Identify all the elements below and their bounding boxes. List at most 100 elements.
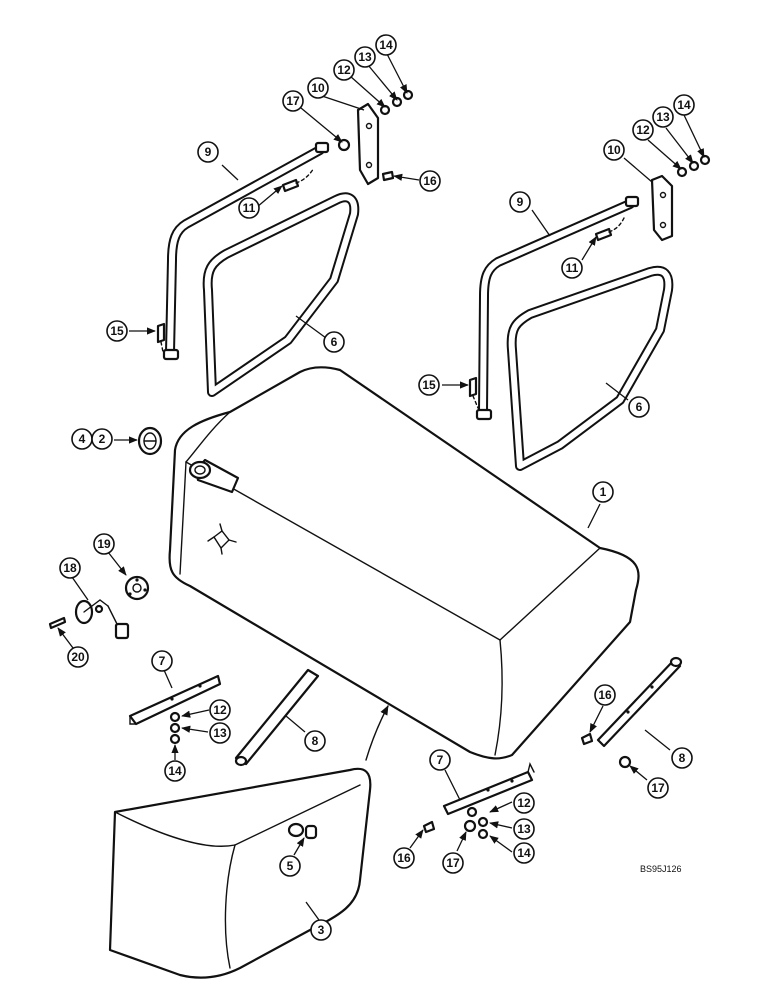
svg-text:12: 12 [636, 123, 650, 137]
sender-screw [48, 616, 67, 630]
svg-text:10: 10 [607, 143, 621, 157]
svg-text:17: 17 [286, 94, 300, 108]
svg-text:12: 12 [517, 796, 531, 810]
svg-text:9: 9 [517, 195, 524, 209]
callout-11: 11 [561, 257, 583, 279]
svg-text:14: 14 [517, 846, 531, 860]
callout-6: 6 [323, 331, 345, 353]
callout-1: 1 [592, 481, 614, 503]
svg-text:16: 16 [397, 851, 411, 865]
svg-text:15: 15 [422, 378, 436, 392]
svg-text:19: 19 [97, 537, 111, 551]
callout-16: 16 [419, 170, 441, 192]
svg-text:8: 8 [679, 751, 686, 765]
callout-15: 15 [106, 320, 128, 342]
svg-text:17: 17 [651, 781, 665, 795]
callout-11: 11 [238, 197, 260, 219]
svg-text:3: 3 [318, 923, 325, 937]
callout-10: 10 [603, 139, 625, 161]
svg-text:16: 16 [598, 688, 612, 702]
svg-text:14: 14 [379, 38, 393, 52]
fuel-sender [74, 599, 130, 640]
svg-text:15: 15 [110, 324, 124, 338]
svg-text:8: 8 [312, 734, 319, 748]
callouts: 14 13 12 10 17 9 16 11 15 6 14 13 12 10 … [59, 34, 695, 941]
callout-9: 9 [509, 191, 531, 213]
callout-5: 5 [279, 855, 301, 877]
callout-12: 12 [632, 119, 654, 141]
callout-17: 17 [442, 852, 464, 874]
callout-13: 13 [354, 46, 376, 68]
fasteners-upper-right [468, 154, 711, 409]
svg-text:16: 16 [423, 174, 437, 188]
callout-16: 16 [393, 847, 415, 869]
svg-text:11: 11 [243, 201, 256, 215]
svg-text:9: 9 [205, 145, 212, 159]
fuel-tank-main [168, 366, 640, 760]
svg-text:13: 13 [517, 822, 531, 836]
strap-upper-left [162, 141, 330, 361]
sender-mount [207, 523, 237, 555]
svg-text:18: 18 [63, 561, 77, 575]
callout-14: 14 [673, 94, 695, 116]
fuel-tank-secondary [108, 767, 372, 979]
svg-text:7: 7 [159, 654, 166, 668]
callout-8: 8 [671, 747, 693, 769]
rail-right-8 [596, 656, 683, 748]
svg-text:14: 14 [168, 764, 182, 778]
bracket-left [356, 102, 380, 186]
rail-right-7 [442, 761, 535, 816]
svg-text:10: 10 [311, 81, 325, 95]
callout-13: 13 [209, 722, 231, 744]
strap-lower-left [202, 192, 360, 397]
callout-20: 20 [67, 646, 89, 668]
assembly-arrow [365, 705, 389, 761]
callout-14: 14 [164, 760, 186, 782]
callout-3: 3 [310, 919, 332, 941]
leader-lines [57, 51, 705, 921]
callout-9: 9 [197, 141, 219, 163]
callout-14: 14 [513, 842, 535, 864]
callout-2: 2 [91, 428, 113, 450]
callout-17: 17 [282, 90, 304, 112]
svg-text:13: 13 [213, 726, 227, 740]
fasteners-lower [169, 711, 632, 840]
callout-13: 13 [652, 106, 674, 128]
fuel-cap [137, 426, 163, 456]
svg-text:12: 12 [337, 63, 351, 77]
svg-text:14: 14 [677, 98, 691, 112]
svg-text:1: 1 [600, 485, 607, 499]
svg-text:6: 6 [331, 335, 338, 349]
callout-17: 17 [647, 777, 669, 799]
callout-12: 12 [209, 699, 231, 721]
drawing-code: BS95J126 [640, 864, 682, 874]
svg-text:5: 5 [287, 859, 294, 873]
callout-12: 12 [513, 792, 535, 814]
svg-text:17: 17 [446, 856, 460, 870]
svg-text:11: 11 [566, 261, 579, 275]
callout-14: 14 [375, 34, 397, 56]
svg-text:7: 7 [437, 753, 444, 767]
strap-upper-right [475, 195, 640, 421]
filler-neck [188, 458, 240, 494]
svg-text:20: 20 [71, 650, 85, 664]
svg-text:2: 2 [99, 432, 106, 446]
strap-lower-right [506, 265, 674, 471]
callout-16: 16 [594, 684, 616, 706]
callout-10: 10 [307, 77, 329, 99]
svg-text:4: 4 [79, 432, 86, 446]
callout-13: 13 [513, 818, 535, 840]
callout-18: 18 [59, 557, 81, 579]
callout-19: 19 [93, 533, 115, 555]
callout-7: 7 [429, 749, 451, 771]
bracket-right [650, 174, 674, 242]
callout-7: 7 [151, 650, 173, 672]
rail-left-7 [128, 674, 222, 726]
svg-text:6: 6 [636, 400, 643, 414]
svg-text:13: 13 [656, 110, 670, 124]
rail-left-8 [234, 668, 320, 767]
callout-4: 4 [71, 428, 93, 450]
drain-plug [287, 822, 318, 840]
callout-15: 15 [418, 374, 440, 396]
